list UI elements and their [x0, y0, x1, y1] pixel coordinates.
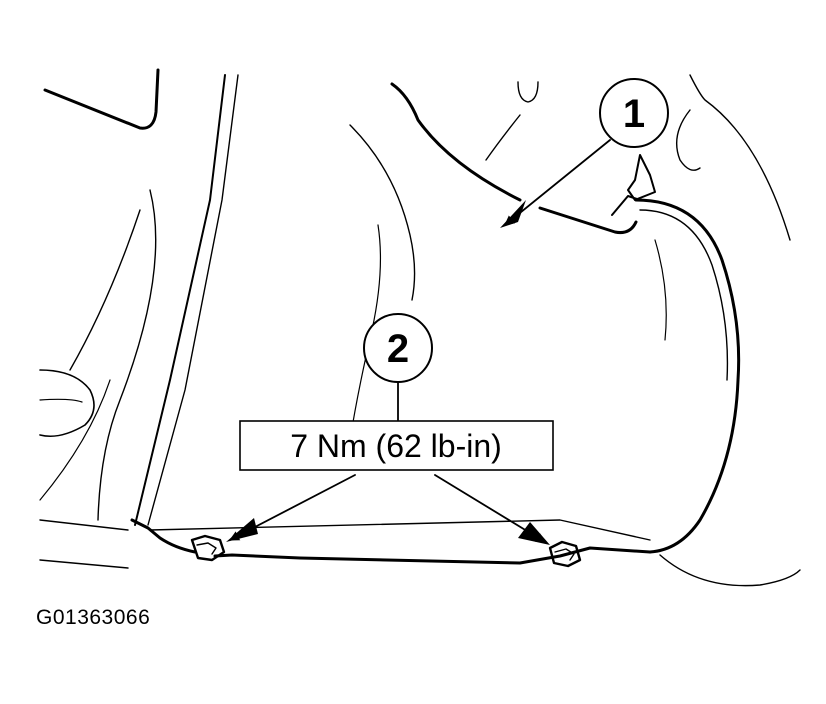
wire-bottom-run	[213, 546, 652, 565]
lamp-outline	[39, 369, 95, 438]
right-panel-line-2	[676, 109, 701, 171]
body-panel-edge-top	[43, 68, 160, 130]
callout-1-leader	[504, 139, 611, 226]
callout-1-arrowhead	[500, 200, 526, 228]
torque-spec-label: 7 Nm (62 lb-in)	[290, 428, 502, 464]
callout-1-label: 1	[623, 92, 645, 136]
center-curve-line	[349, 124, 416, 301]
callout-1: 1	[599, 78, 669, 148]
torque-spec-box: 7 Nm (62 lb-in)	[239, 420, 554, 471]
lower-left-edge	[39, 519, 129, 531]
right-lower-curve	[659, 554, 801, 587]
pillar-inner-line	[147, 74, 239, 526]
callout-2-label: 2	[387, 327, 409, 371]
lamp-detail	[39, 398, 83, 403]
fastener-left	[190, 534, 226, 562]
panel-heavy-edge-2	[538, 206, 638, 234]
wire-harness	[634, 198, 741, 554]
callout-2: 2	[363, 313, 433, 383]
connector-bracket	[627, 154, 656, 201]
fastener-right	[548, 540, 582, 568]
torque-arrowhead-right	[518, 522, 550, 545]
pillar-outer-line	[134, 74, 226, 526]
panel-thin-line	[485, 114, 521, 161]
right-panel-line	[689, 74, 791, 241]
panel-detail-u	[517, 81, 539, 103]
left-curve-line	[97, 189, 157, 521]
right-inner-curve	[654, 239, 667, 341]
panel-heavy-edge	[390, 82, 522, 202]
torque-arrowhead-left	[226, 518, 258, 542]
wire-bottom-left	[130, 518, 197, 554]
floor-line	[149, 519, 651, 541]
left-sweep-line	[69, 209, 141, 371]
lower-left-edge-2	[39, 559, 129, 569]
figure-id: G01363066	[36, 606, 151, 629]
wire-harness-inner	[639, 209, 729, 381]
left-diagonal-line	[39, 379, 111, 501]
